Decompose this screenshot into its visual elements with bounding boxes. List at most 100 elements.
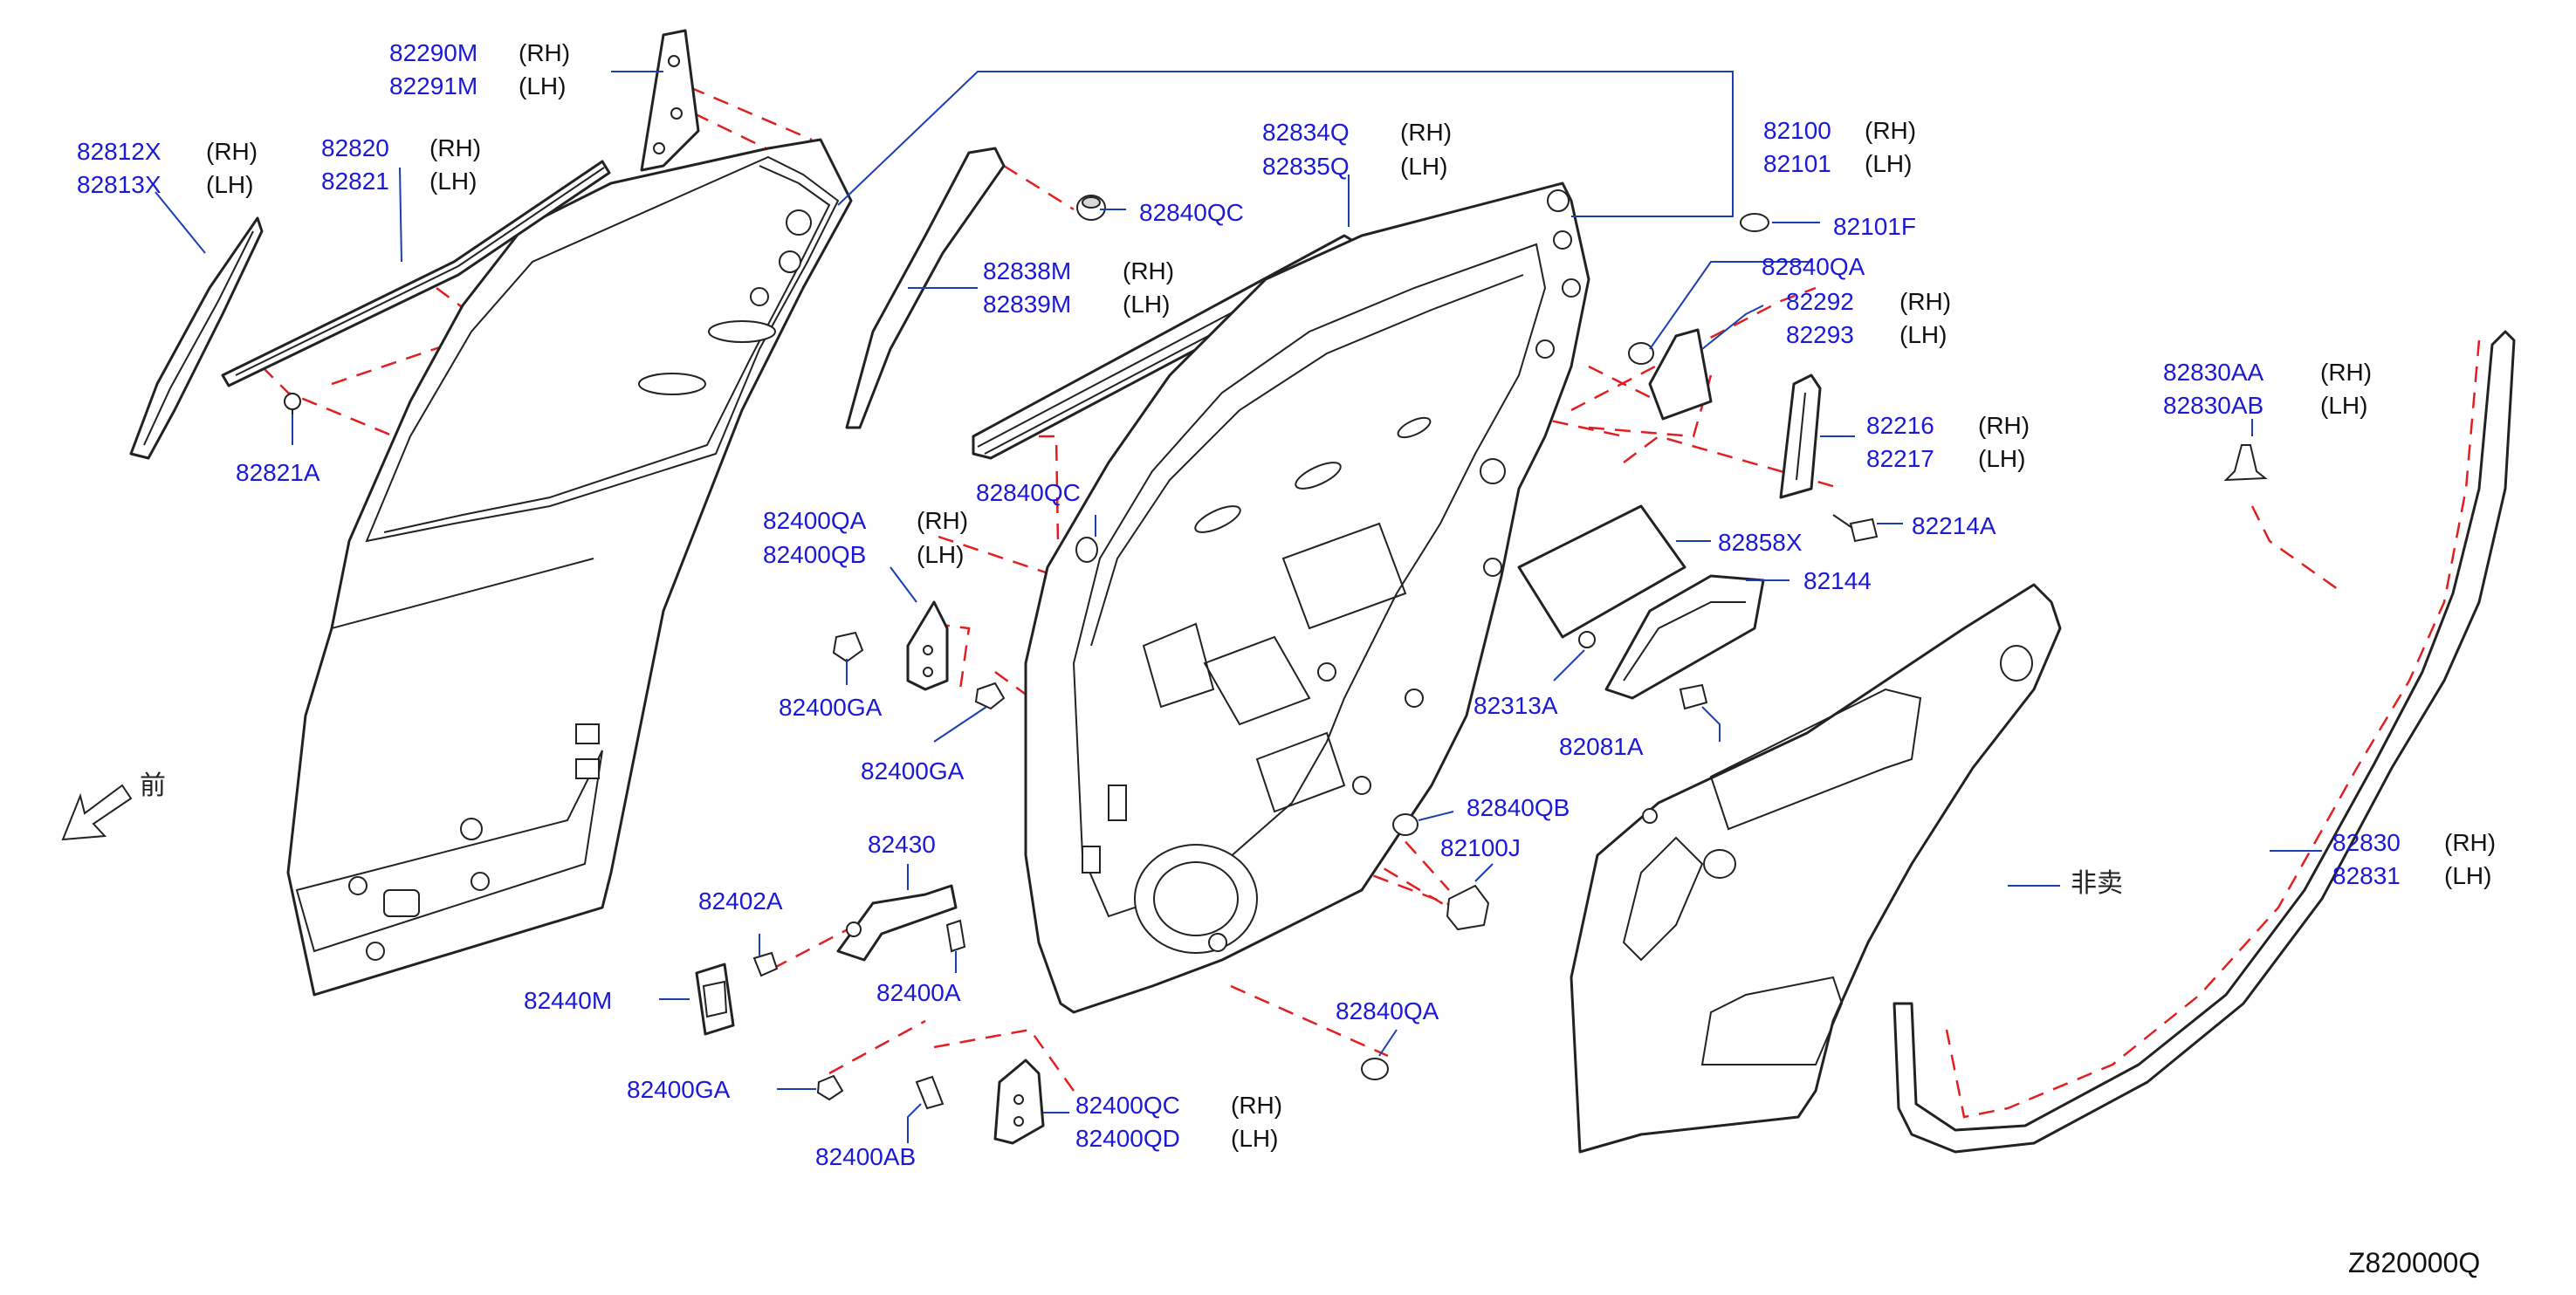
bolt-82081a [1679,683,1708,710]
grommet-82840qc-mid [1075,537,1098,563]
part-number: 82400GA [627,1076,731,1103]
side-indicator: (LH) [2444,862,2491,889]
callout-c19: 82400GA [779,694,883,721]
callout-c11: 82292 (RH) 82293 (LH) [1786,288,1951,348]
part-number: 82081A [1559,733,1644,760]
nut-82400ga-a [832,631,864,663]
part-number: 82293 [1786,321,1854,348]
callout-c15: 82840QC [976,479,1081,506]
callout-c14: 82214A [1912,512,1996,539]
side-indicator: (RH) [1865,117,1916,144]
side-indicator: (RH) [917,507,968,534]
part-number: 82100J [1440,834,1521,861]
part-number: 82292 [1786,288,1854,315]
part-number: 82100 [1763,117,1831,144]
sash-moulding-82838m [845,147,1006,429]
front-label: 前 [140,771,166,801]
callout-c5: 82834Q (RH) 82835Q (LH) [1262,119,1452,180]
side-indicator: (RH) [1123,257,1174,284]
side-indicator: (LH) [1231,1125,1278,1152]
part-number: 82834Q [1262,119,1350,146]
part-number: 82291M [389,72,477,99]
side-indicator: (LH) [1400,153,1447,180]
plug-82840qb [1392,813,1419,836]
callout-c24: 82430 [868,831,936,858]
side-indicator: (LH) [1865,150,1912,177]
hinge-lower-82400qc [993,1059,1045,1145]
callout-c28: 82400A [876,979,961,1006]
part-number: 82400QA [763,507,867,534]
callout-c8: 82100 (RH) 82101 (LH) [1763,117,1916,177]
callout-c18: 82144 [1803,567,1872,594]
callout-c17: 82858X [1718,529,1803,556]
cover-82440m [695,963,735,1036]
side-indicator: (RH) [1400,119,1452,146]
part-number: 82402A [698,887,783,915]
callout-c32: 82400GA [627,1076,731,1103]
part-number: 82313A [1473,692,1558,719]
callout-c10: 82840QA [1762,253,1865,280]
side-indicator: (RH) [2320,359,2372,386]
moulding-82820 [221,160,611,387]
part-number: 82400QD [1075,1125,1180,1152]
screen-82858x [1517,504,1686,639]
part-number: 82840QA [1762,253,1865,280]
callout-c33: 82400AB [815,1143,916,1170]
callout-c23: 82840QB [1467,794,1570,821]
grommet-82840qc-top [1076,195,1106,221]
part-number: 82840QB [1467,794,1570,821]
plug-82840qa-lower [1361,1058,1389,1080]
plug-82101f [1740,213,1769,232]
door-inner-panel-82100 [1024,182,1590,1014]
front-direction-arrow: 前 [61,771,166,841]
bolt-82214a [1832,514,1879,543]
part-number: 82858X [1718,529,1803,556]
callout-c13: 82216 (RH) 82217 (LH) [1866,412,2030,472]
callout-c30: 82840QA [1336,997,1439,1024]
part-number: 82831 [2332,862,2401,889]
part-number: 82400GA [861,757,965,785]
side-indicator: (RH) [429,134,481,161]
part-number: 82820 [321,134,389,161]
callout-c9: 82101F [1833,213,1916,240]
door-trim-panel [1570,583,2062,1154]
callout-c6: 82840QC [1139,199,1244,226]
callout-c12: 82830AA (RH) 82830AB (LH) [2163,359,2372,419]
bracket-82216 [1779,373,1822,499]
part-number: 82101F [1833,213,1916,240]
callout-c1: 82290M (RH) 82291M (LH) [389,39,570,99]
side-indicator: (LH) [1899,321,1947,348]
bolt-82400ab [915,1075,945,1110]
hinge-upper-82400qa [906,600,949,691]
part-number: 82838M [983,257,1071,284]
part-number: 82144 [1803,567,1872,594]
side-indicator: (RH) [1231,1092,1282,1119]
sash-cover-82812x [129,216,264,460]
clip-82313a [1578,631,1596,648]
part-number: 82400QC [1075,1092,1180,1119]
side-indicator: (LH) [429,168,477,195]
part-number: 82839M [983,291,1071,318]
part-number: 82840QC [976,479,1081,506]
bolt-82400a [945,919,966,953]
bumper-82100j [1446,884,1490,931]
not-for-sale-label: 非卖 [2071,868,2123,899]
side-indicator: (RH) [1978,412,2030,439]
part-number: 82813X [77,171,161,198]
side-indicator: (LH) [1123,291,1170,318]
part-number: 82430 [868,831,936,858]
weatherstrip-82830 [1893,330,2516,1154]
side-indicator: (LH) [917,541,964,568]
side-indicator: (RH) [206,138,258,165]
callout-c7: 82838M (RH) 82839M (LH) [983,257,1174,318]
part-number: 82830AB [2163,392,2263,419]
bolt-82402a [752,951,779,977]
part-number: 82840QC [1139,199,1244,226]
side-indicator: (RH) [2444,829,2496,856]
part-number: 82290M [389,39,477,66]
side-indicator: (RH) [1899,288,1951,315]
side-indicator: (LH) [519,72,566,99]
diagram-code: Z820000Q [2348,1247,2480,1278]
callout-c25: 82100J [1440,834,1521,861]
